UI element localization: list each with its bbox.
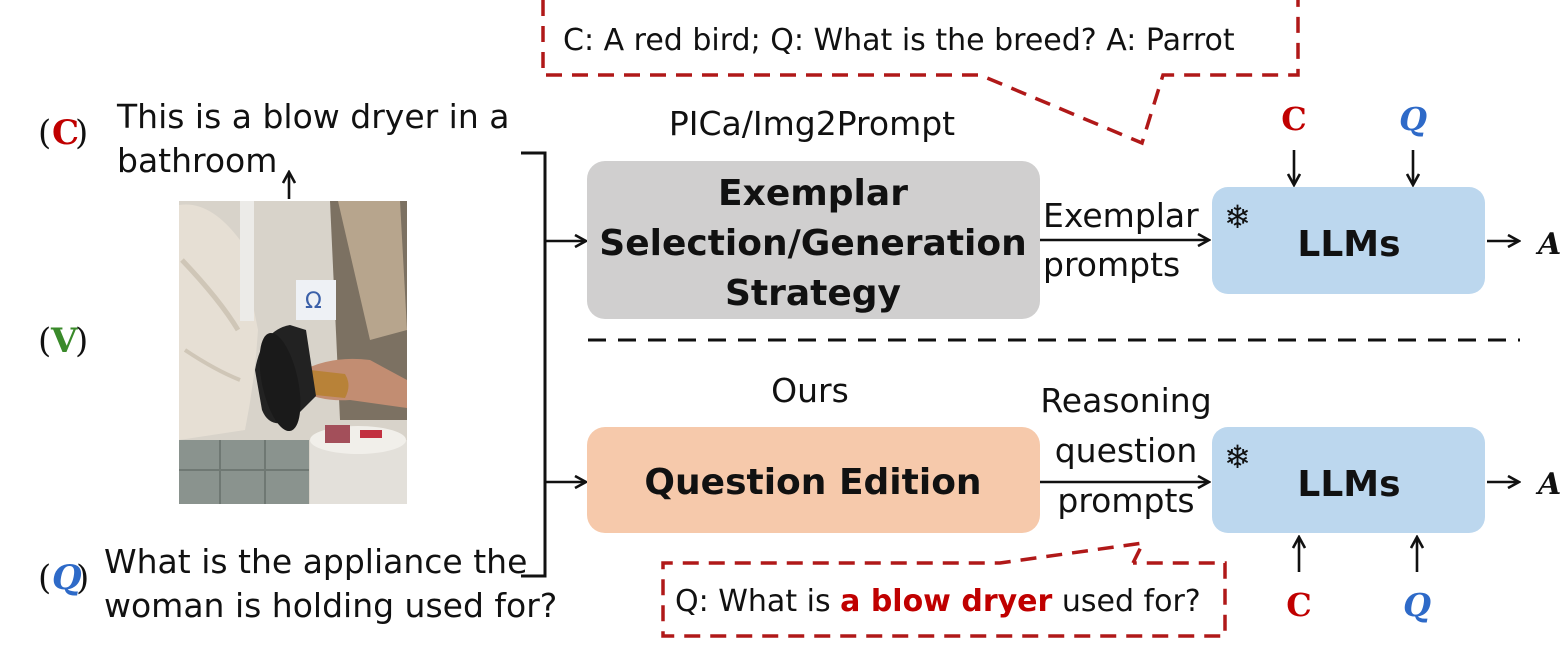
visual-tag: ( V ) (38, 321, 88, 361)
bottom-callout-text: Q: What is a blow dryer used for? (675, 584, 1201, 619)
bottom-callout-prefix: Q: What is (675, 584, 840, 619)
bottom-llm-label: LLMs (1297, 464, 1400, 505)
bottom-input-q: Q (1403, 586, 1431, 624)
bottom-llm-box (1212, 427, 1485, 533)
bottom-snowflake-icon: ❄ (1224, 438, 1251, 476)
svg-text:(: ( (38, 321, 51, 361)
bottom-output-label: A (1535, 467, 1561, 502)
top-llm-box (1212, 187, 1485, 294)
caption-text-line1: This is a blow dryer in a (116, 97, 509, 136)
strategy-box-line3: Strategy (725, 273, 901, 314)
question-text-line1: What is the appliance the (104, 542, 527, 581)
strategy-box (587, 161, 1040, 319)
visual-tag-letter: V (50, 321, 78, 361)
svg-text:(: ( (38, 558, 51, 598)
strategy-box-line1: Exemplar (718, 173, 908, 214)
bottom-edge-label-line1: Reasoning (1040, 381, 1211, 420)
top-method-label: PICa/Img2Prompt (669, 104, 955, 143)
bottom-callout-highlight: a blow dryer (840, 584, 1052, 619)
question-tag-letter: Q (52, 558, 82, 598)
bottom-callout-suffix: used for? (1052, 584, 1200, 619)
svg-text:): ) (75, 113, 88, 153)
question-text-line2: woman is holding used for? (104, 586, 557, 625)
svg-text:): ) (75, 321, 88, 361)
svg-text:Ω: Ω (305, 289, 322, 314)
bottom-method-label: Ours (771, 371, 849, 410)
top-llm-label: LLMs (1297, 224, 1400, 265)
top-snowflake-icon: ❄ (1224, 198, 1251, 236)
caption-tag: ( C ) (38, 113, 88, 153)
top-edge-label-line2: prompts (1043, 245, 1180, 284)
bottom-edge-label-line3: prompts (1057, 481, 1194, 520)
edition-box-label: Question Edition (644, 462, 981, 503)
input-image: Ω (179, 201, 407, 504)
caption-text-line2: bathroom (117, 141, 277, 180)
top-input-q: Q (1399, 100, 1427, 138)
edition-box (587, 427, 1040, 533)
top-edge-label-line1: Exemplar (1043, 196, 1199, 235)
caption-tag-letter: C (52, 113, 79, 153)
strategy-box-line2: Selection/Generation (599, 223, 1026, 264)
top-callout-text: C: A red bird; Q: What is the breed? A: … (563, 23, 1235, 58)
svg-text:): ) (76, 558, 89, 598)
bottom-input-c: C (1286, 586, 1311, 624)
svg-text:(: ( (38, 113, 51, 153)
bottom-callout-border (661, 540, 1227, 638)
top-output-label: A (1535, 227, 1561, 262)
input-bracket (521, 151, 547, 578)
bottom-edge-label-line2: question (1055, 431, 1198, 470)
top-callout-border (541, 0, 1300, 146)
question-tag: ( Q ) (38, 558, 89, 598)
top-input-c: C (1281, 100, 1306, 138)
